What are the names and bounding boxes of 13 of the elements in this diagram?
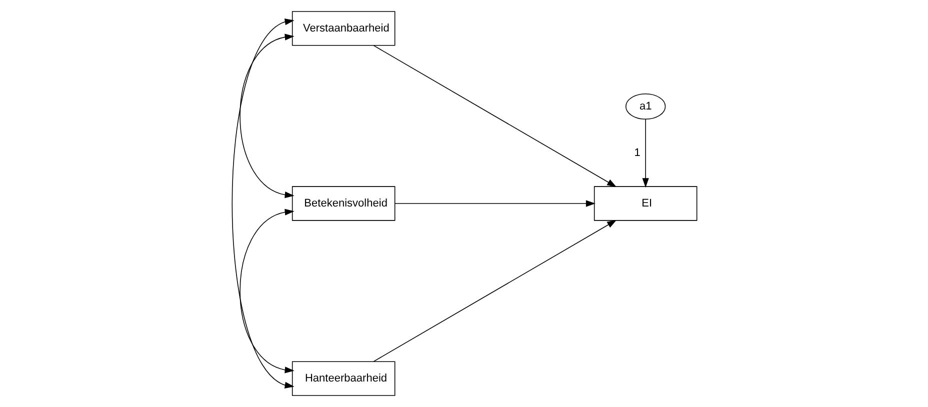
arrow [642,119,648,188]
arrow [231,18,294,388]
arrow [239,34,294,198]
edge-label: 1 [634,146,640,159]
arrow [372,220,616,362]
arrow [394,200,595,207]
node-box: Verstaanbaarheid [291,11,395,46]
node-box: Betekenisvolheid [291,186,395,221]
node-box: Hanteerbaarheid [291,361,395,396]
node-ellipse: a1 [624,93,666,120]
arrow [372,45,616,188]
arrow [239,208,294,374]
node-box: EI [593,186,697,221]
